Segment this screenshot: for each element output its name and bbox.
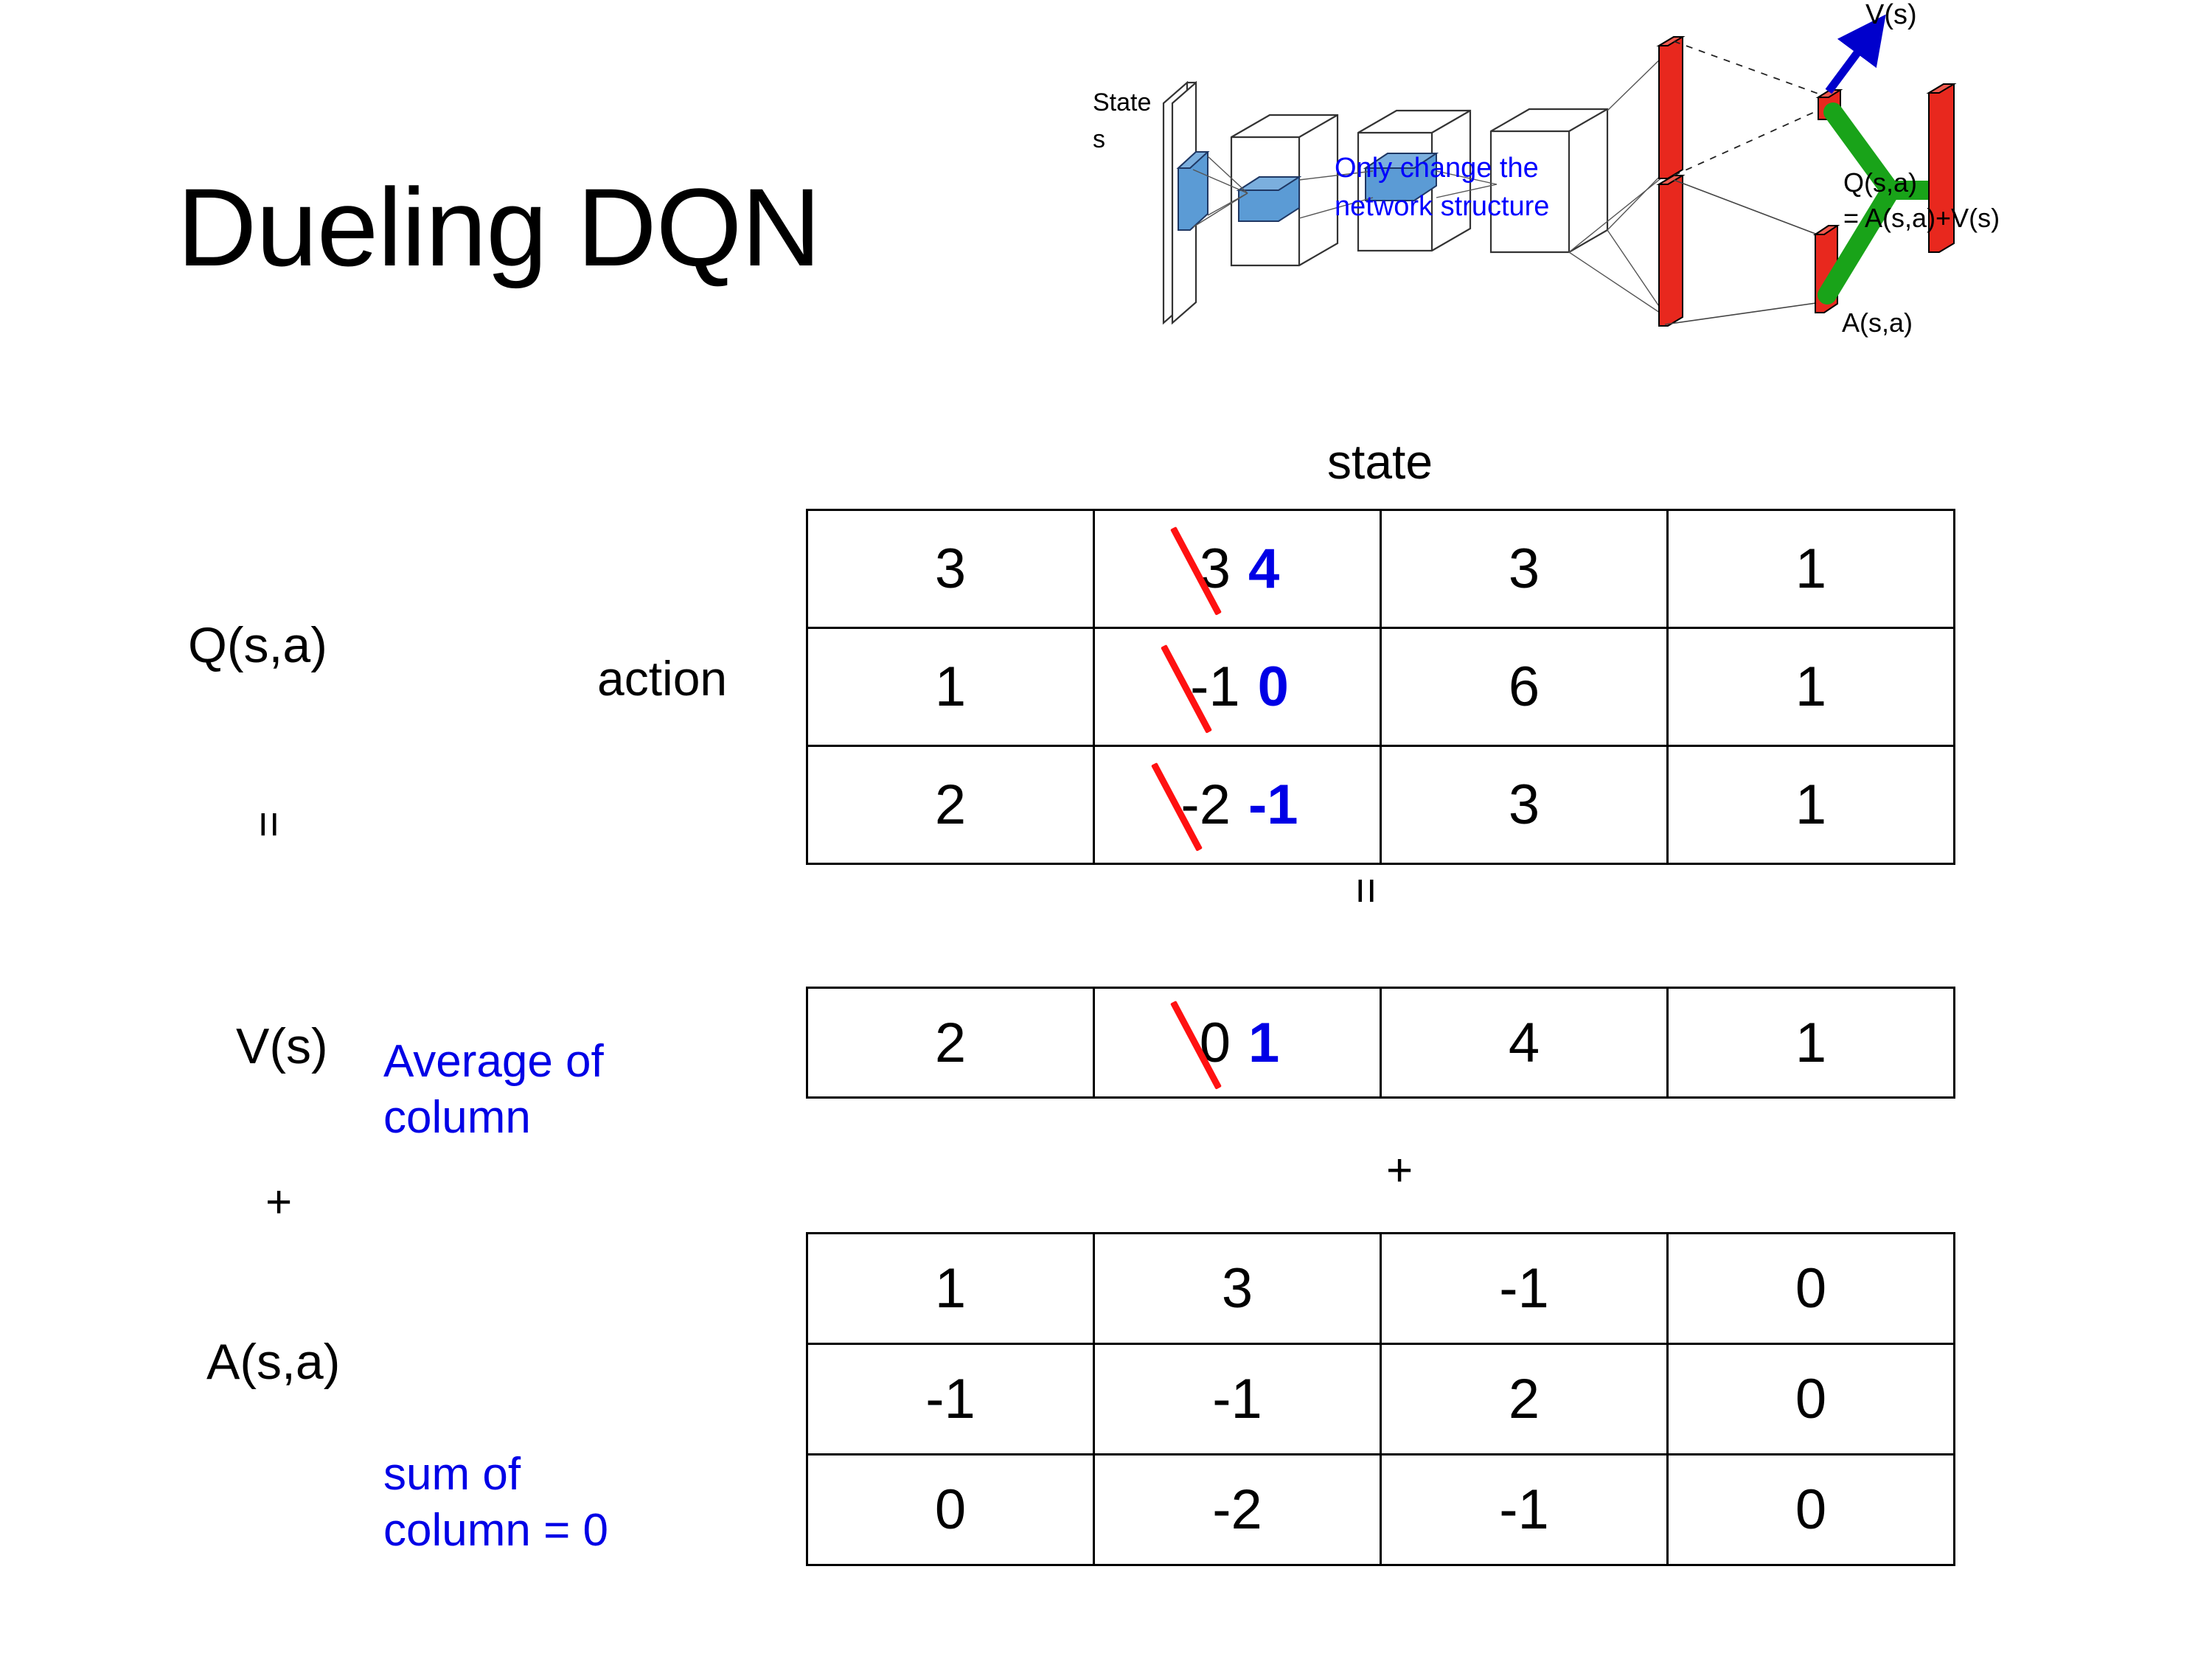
table-cell: 0	[1666, 1453, 1955, 1566]
label-q-function: Q(s,a)	[188, 617, 327, 673]
axis-label-action: action	[597, 651, 728, 706]
table-cell: 1	[1666, 627, 1955, 747]
table-cell: 0	[806, 1453, 1095, 1566]
note-average-line1: Average of	[383, 1036, 604, 1087]
table-cell: 1	[1666, 745, 1955, 865]
diagram-state-label-line2: s	[1093, 125, 1105, 153]
note-sum-of-column: sum of column = 0	[383, 1447, 608, 1558]
corrected-new-value: 4	[1248, 538, 1280, 600]
table-cell: -1	[1093, 1343, 1382, 1455]
diagram-note-line2: network structure	[1335, 191, 1549, 222]
table-cell: -2	[1093, 1453, 1382, 1566]
table-cell: 2	[806, 987, 1095, 1099]
table-cell: 4	[1380, 987, 1669, 1099]
label-v-function: V(s)	[236, 1018, 328, 1074]
table-cell: 2	[1380, 1343, 1669, 1455]
diagram-q-output-label-line1: Q(s,a)	[1843, 167, 1917, 198]
table-cell: -1	[806, 1343, 1095, 1455]
table-cell: 3	[1380, 509, 1669, 629]
table-cell: 1	[1666, 987, 1955, 1099]
table-cell: 1	[1666, 509, 1955, 629]
table-cell: 6	[1380, 627, 1669, 747]
struck-old-value: -2	[1176, 773, 1235, 837]
diagram-state-label-line1: State	[1093, 88, 1151, 116]
dueling-network-diagram: State s Only change the network structur…	[1084, 0, 2212, 413]
plus-sign-middle: +	[1386, 1145, 1413, 1196]
note-average-line2: column	[383, 1091, 531, 1143]
table-cell: -1	[1380, 1453, 1669, 1566]
page-title: Dueling DQN	[177, 165, 821, 289]
table-cell: 1	[806, 1232, 1095, 1345]
diagram-q-output-label-line2: = A(s,a)+V(s)	[1843, 203, 2000, 233]
axis-label-state: state	[1327, 434, 1433, 489]
diagram-a-output-label: A(s,a)	[1842, 307, 1913, 338]
table-cell: 0	[1666, 1343, 1955, 1455]
struck-old-value: 3	[1195, 537, 1235, 601]
table-cell: -2-1	[1093, 745, 1382, 865]
equals-sign-left: =	[243, 811, 294, 838]
table-cell: 3	[1380, 745, 1669, 865]
struck-old-value: -1	[1186, 655, 1245, 719]
table-cell: 0	[1666, 1232, 1955, 1345]
diagram-v-output-label: V(s)	[1865, 0, 1917, 30]
corrected-new-value: 0	[1257, 655, 1289, 718]
corrected-new-value: 1	[1248, 1011, 1280, 1074]
note-average-of-column: Average of column	[383, 1034, 604, 1145]
table-cell: 3	[806, 509, 1095, 629]
table-cell: -1	[1380, 1232, 1669, 1345]
note-sum-line2: column = 0	[383, 1504, 609, 1556]
diagram-note-line1: Only change the	[1335, 153, 1539, 184]
corrected-cell: -2-1	[1176, 773, 1298, 837]
table-cell: 1	[806, 627, 1095, 747]
note-sum-line1: sum of	[383, 1449, 521, 1500]
corrected-new-value: -1	[1248, 773, 1298, 836]
label-a-function: A(s,a)	[206, 1334, 341, 1390]
plus-sign-left: +	[265, 1177, 293, 1228]
struck-old-value: 0	[1195, 1011, 1235, 1075]
table-cell: 3	[1093, 1232, 1382, 1345]
table-cell: 2	[806, 745, 1095, 865]
equals-sign-middle: =	[1340, 877, 1391, 905]
